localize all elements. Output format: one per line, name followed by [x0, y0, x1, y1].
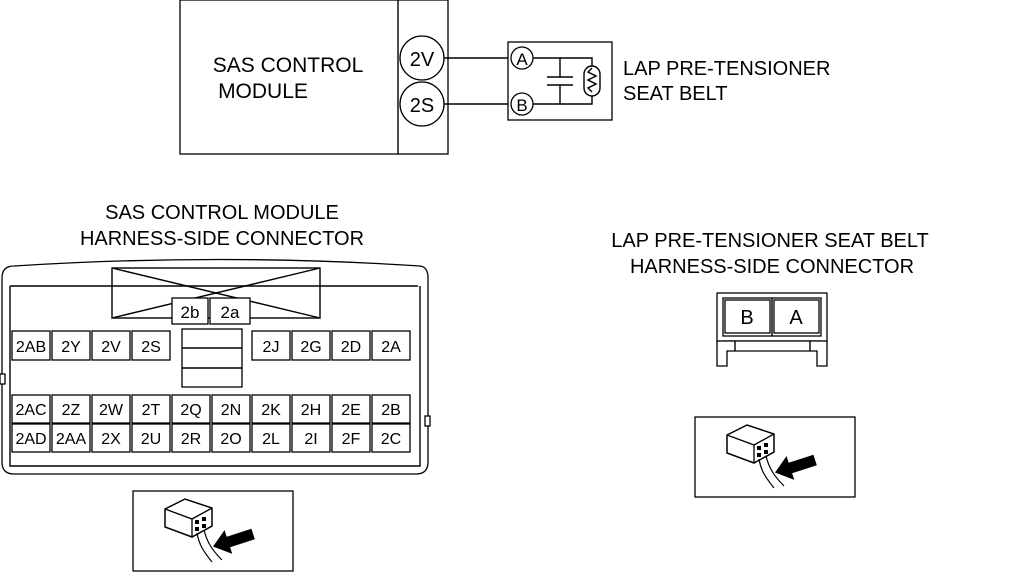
- sas-pin: 2J: [263, 339, 280, 356]
- svg-text:2b: 2b: [181, 303, 200, 322]
- sas-connector-title-line2: HARNESS-SIDE CONNECTOR: [80, 228, 364, 250]
- sas-pin: 2AD: [15, 431, 46, 448]
- sas-connector-title-line1: SAS CONTROL MODULE: [105, 202, 339, 224]
- seatbelt-pin-b: B: [724, 299, 771, 334]
- sas-pin: 2C: [381, 431, 401, 448]
- seatbelt-pin-a: A: [773, 299, 820, 334]
- seatbelt-view-indicator: [694, 416, 856, 498]
- terminal-b-label: B: [516, 96, 527, 115]
- sas-pin: 2O: [220, 431, 241, 448]
- pin-2v-label: 2V: [410, 49, 435, 71]
- module-label-line2: MODULE: [218, 80, 308, 103]
- latch-left: [0, 373, 6, 385]
- sas-pin: 2AB: [16, 339, 46, 356]
- connector-plug-icon: [164, 498, 223, 563]
- pin-2a-cell: 2a: [209, 297, 251, 325]
- sas-pin: 2W: [99, 402, 124, 419]
- sas-center-block: [181, 328, 243, 388]
- latch-right: [424, 415, 431, 427]
- sas-pin: 2B: [381, 402, 401, 419]
- sas-pin: 2AC: [15, 402, 46, 419]
- sas-module-box: [179, 0, 449, 155]
- sas-pin: 2N: [221, 402, 241, 419]
- sas-pin: 2I: [304, 431, 317, 448]
- pin-2b-cell: 2b: [171, 297, 209, 325]
- seatbelt-connector: LAP PRE-TENSIONER SEAT BELT HARNESS-SIDE…: [611, 230, 929, 498]
- pretensioner-circuit: [533, 57, 601, 105]
- sas-pin: 2Y: [61, 339, 81, 356]
- sas-pin: 2S: [141, 339, 161, 356]
- sas-row2: 2AC 2Z 2W 2T 2Q 2N 2K 2H 2E 2B: [11, 394, 411, 424]
- insert-arrow-icon: [213, 528, 255, 554]
- sas-pin: 2V: [101, 339, 121, 356]
- schematic: SAS CONTROL MODULE 2V 2S A B LAP PRE-TEN…: [179, 0, 830, 155]
- pin-2s-label: 2S: [410, 95, 434, 117]
- sas-pin: 2G: [300, 339, 321, 356]
- sas-pin: 2Z: [62, 402, 81, 419]
- sas-pin: 2R: [181, 431, 201, 448]
- sas-pin: 2D: [341, 339, 361, 356]
- sas-pin: 2X: [101, 431, 121, 448]
- sas-view-indicator: [132, 490, 294, 572]
- sas-pin: 2T: [142, 402, 161, 419]
- sas-pin: 2H: [301, 402, 321, 419]
- svg-text:B: B: [740, 307, 753, 329]
- seatbelt-connector-title-line1: LAP PRE-TENSIONER SEAT BELT: [611, 230, 929, 252]
- svg-text:A: A: [789, 307, 803, 329]
- sas-connector-inner: [9, 286, 421, 467]
- svg-text:2a: 2a: [221, 303, 240, 322]
- sas-row1-left: 2AB 2Y 2V 2S: [11, 330, 171, 361]
- sas-pin: 2K: [261, 402, 281, 419]
- sas-row1-right: 2J 2G 2D 2A: [251, 330, 411, 361]
- device-label-line1: LAP PRE-TENSIONER: [623, 58, 830, 80]
- sas-row3: 2AD 2AA 2X 2U 2R 2O 2L 2I 2F 2C: [11, 423, 411, 453]
- device-label-line2: SEAT BELT: [623, 83, 727, 105]
- sas-pin: 2AA: [56, 431, 87, 448]
- sas-pin: 2Q: [180, 402, 201, 419]
- module-label-line1: SAS CONTROL: [213, 54, 364, 77]
- seatbelt-connector-title-line2: HARNESS-SIDE CONNECTOR: [630, 256, 914, 278]
- sas-connector: SAS CONTROL MODULE HARNESS-SIDE CONNECTO…: [0, 202, 431, 572]
- sas-pin: 2F: [342, 431, 361, 448]
- connector-plug-icon: [726, 424, 785, 489]
- insert-arrow-icon: [775, 454, 817, 480]
- terminal-a-label: A: [516, 50, 528, 69]
- sas-pin: 2A: [381, 339, 401, 356]
- sas-pin: 2U: [141, 431, 161, 448]
- sas-pin: 2E: [341, 402, 361, 419]
- sas-pin: 2L: [262, 431, 280, 448]
